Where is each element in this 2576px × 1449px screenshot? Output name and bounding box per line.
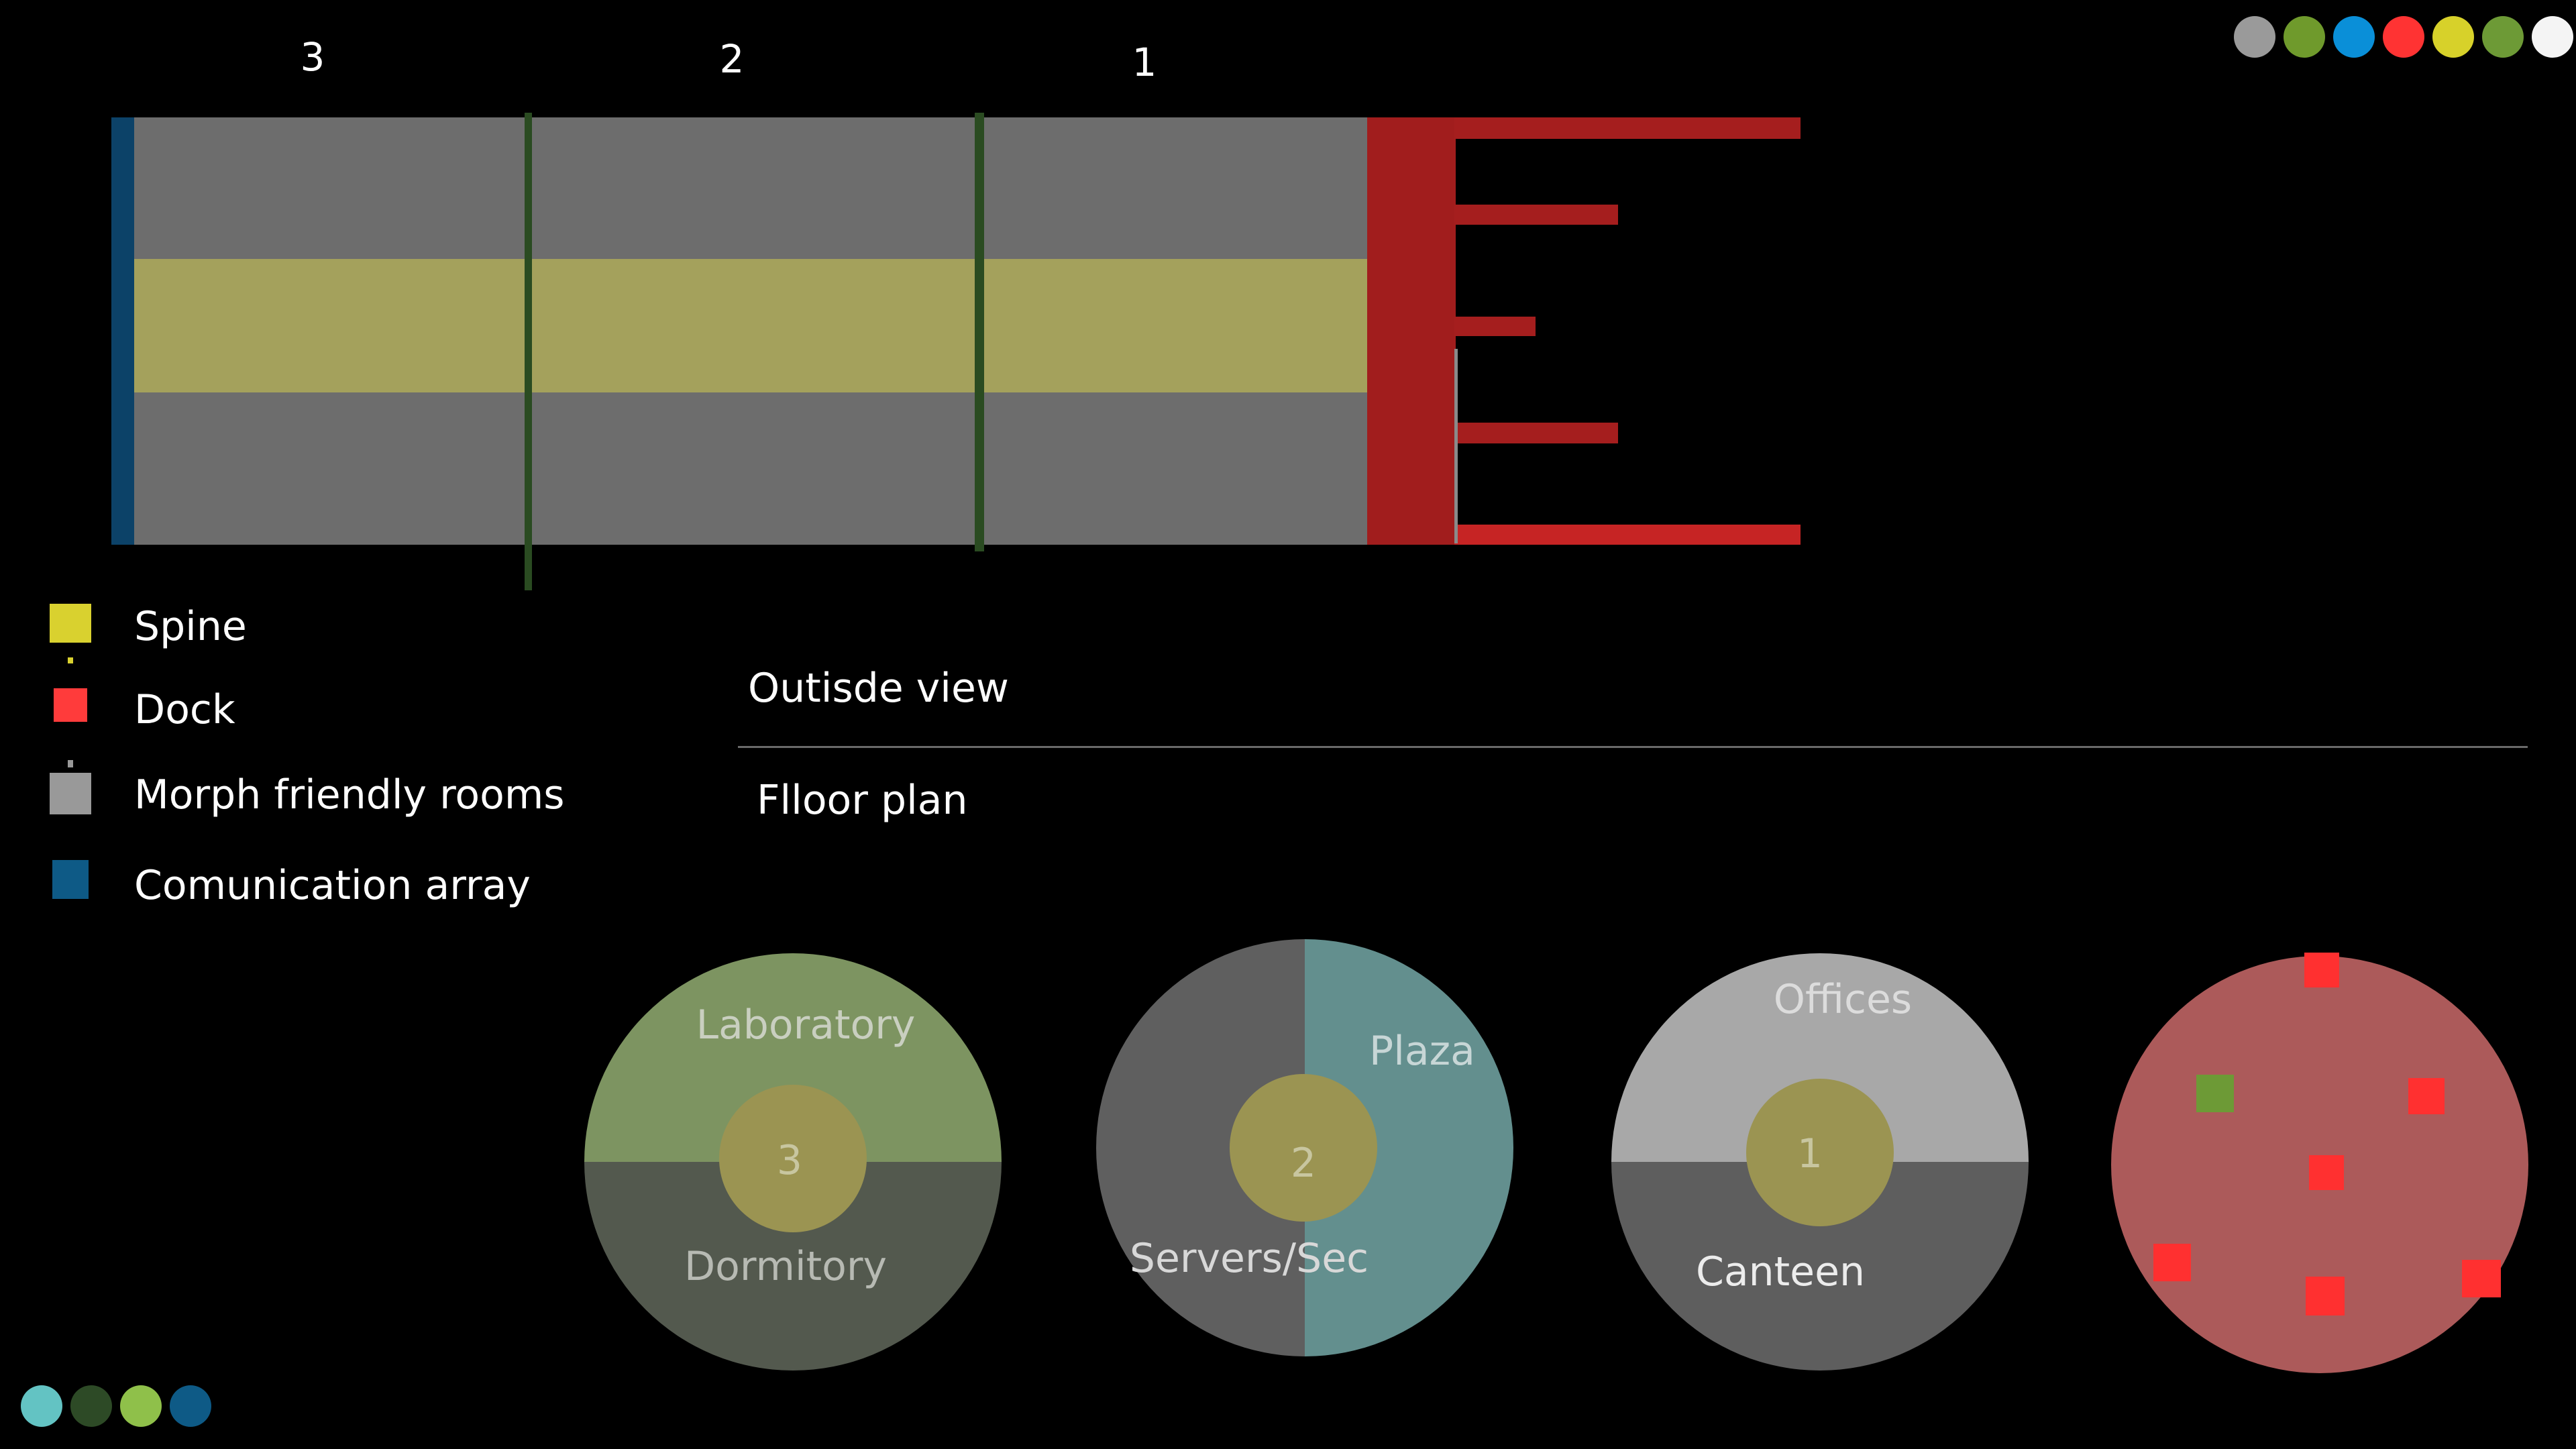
dock-marker-center xyxy=(2309,1155,2344,1190)
floor-plan-label: Flloor plan xyxy=(757,777,968,824)
palette-bottom-dot-1 xyxy=(21,1385,62,1427)
palette-top-dot-5 xyxy=(2432,16,2474,58)
section-number-2: 2 xyxy=(720,36,745,82)
palette-top-dot-2 xyxy=(2284,16,2325,58)
floor-3-bottom-label: Dormitory xyxy=(684,1243,887,1290)
floor-1-canteen xyxy=(1611,1162,2029,1371)
dock-arm-2 xyxy=(1454,205,1618,225)
floor-2-plaza xyxy=(1305,939,1513,1356)
legend-swatch-spine xyxy=(50,604,91,643)
palette-top-dot-1 xyxy=(2234,16,2275,58)
legend-swatch-morph-mark xyxy=(68,760,73,767)
floor-1-offices xyxy=(1611,953,2029,1162)
morph-friendly-rooms-lower xyxy=(134,392,1367,545)
floor-plan-dock xyxy=(2111,953,2528,1373)
floor-3-laboratory xyxy=(584,953,1002,1162)
palette-top xyxy=(2234,16,2573,58)
outside-view-label: Outisde view xyxy=(748,665,1009,712)
legend-swatch-morph xyxy=(50,773,91,814)
outside-view-diagram: 3 2 1 xyxy=(111,34,1801,590)
floor-plan-2: 2 Plaza Servers/Sec xyxy=(1096,939,1513,1356)
floor-2-right-label: Plaza xyxy=(1369,1028,1475,1075)
palette-bottom-dot-4 xyxy=(170,1385,211,1427)
dock-marker-bottom-center xyxy=(2306,1277,2345,1316)
dock-arm-4 xyxy=(1454,423,1618,443)
floor-plan-3: 3 Laboratory Dormitory xyxy=(584,953,1002,1371)
bulkhead-3-2 xyxy=(525,113,532,590)
palette-top-dot-7 xyxy=(2532,16,2573,58)
dock-marker-right xyxy=(2462,1260,2501,1297)
floor-1-core xyxy=(1746,1079,1894,1226)
dock-block xyxy=(1367,117,1456,545)
legend-label-comms: Comunication array xyxy=(134,862,531,909)
floor-2-number: 2 xyxy=(1291,1140,1316,1187)
floor-2-core xyxy=(1230,1074,1377,1222)
floor-1-number: 1 xyxy=(1797,1130,1823,1177)
spine-section xyxy=(134,259,1367,393)
dock-strut xyxy=(1454,349,1458,543)
dock-marker-left xyxy=(2153,1244,2191,1281)
legend: Spine Dock Morph friendly rooms Comunica… xyxy=(50,603,565,909)
floor-2-servers xyxy=(1096,939,1305,1356)
palette-top-dot-3 xyxy=(2333,16,2375,58)
palette-bottom xyxy=(21,1385,211,1427)
dock-marker-upper-right xyxy=(2408,1078,2445,1114)
legend-swatch-dock xyxy=(54,688,87,722)
dock-marker-top xyxy=(2304,953,2339,987)
morph-friendly-rooms-upper xyxy=(134,117,1367,260)
palette-top-dot-6 xyxy=(2482,16,2524,58)
legend-label-dock: Dock xyxy=(134,686,235,733)
palette-bottom-dot-3 xyxy=(120,1385,162,1427)
palette-top-dot-4 xyxy=(2383,16,2424,58)
floor-plan-1: 1 Offices Canteen xyxy=(1611,953,2029,1371)
dock-arm-3 xyxy=(1454,317,1536,336)
bulkhead-2-1 xyxy=(975,113,984,551)
legend-label-spine: Spine xyxy=(134,603,247,650)
dock-arm-5 xyxy=(1454,525,1801,545)
dock-arm-1 xyxy=(1454,117,1801,139)
palette-bottom-dot-2 xyxy=(70,1385,112,1427)
section-number-3: 3 xyxy=(301,34,325,80)
floor-1-bottom-label: Canteen xyxy=(1696,1248,1865,1295)
floor-3-top-label: Laboratory xyxy=(696,1002,916,1049)
floor-3-dormitory xyxy=(584,1162,1002,1371)
view-divider xyxy=(738,746,2528,748)
legend-swatch-comms xyxy=(52,860,89,899)
green-marker xyxy=(2196,1075,2234,1112)
floor-3-number: 3 xyxy=(777,1137,802,1184)
legend-label-morph: Morph friendly rooms xyxy=(134,771,565,818)
floor-1-top-label: Offices xyxy=(1774,976,1912,1023)
floor-3-core xyxy=(719,1085,867,1232)
floor-2-left-label: Servers/Sec xyxy=(1130,1235,1368,1282)
section-number-1: 1 xyxy=(1132,40,1157,85)
communication-array xyxy=(111,117,136,545)
legend-swatch-spine-mark xyxy=(68,657,73,663)
